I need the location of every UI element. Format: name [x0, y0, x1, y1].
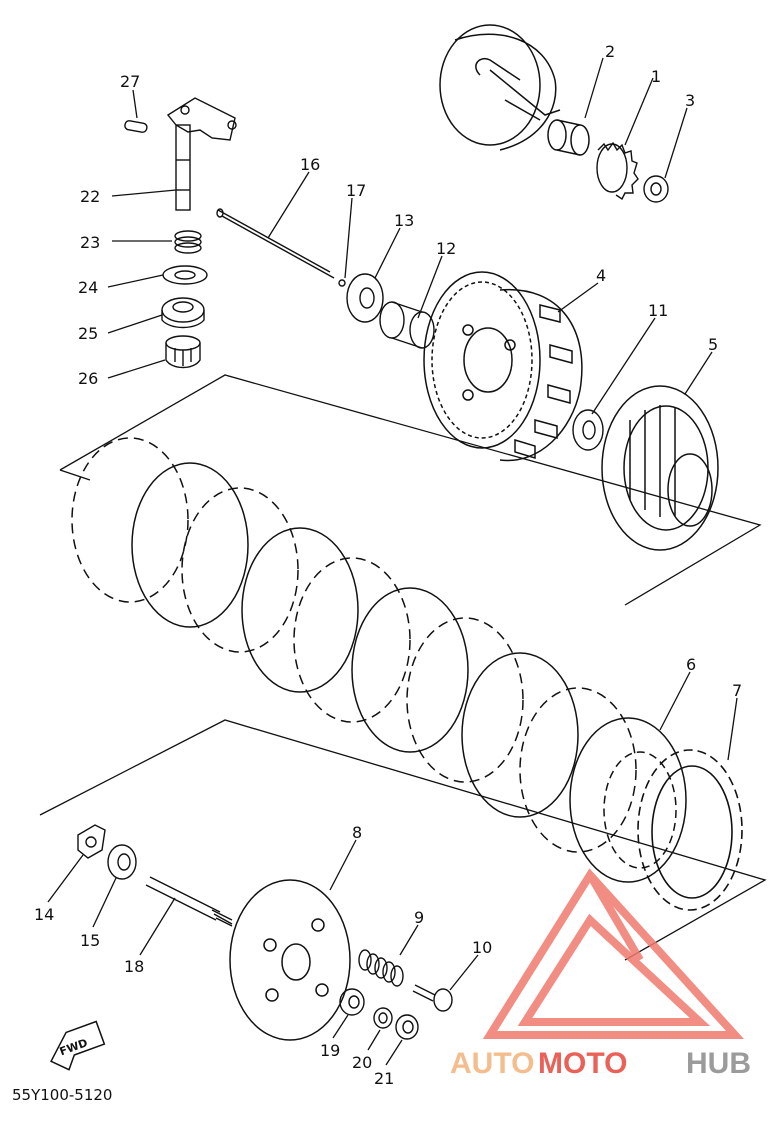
- callout-17: 17: [346, 181, 366, 200]
- steel-plate-1: [131, 462, 249, 628]
- part-20-washer: [373, 1007, 393, 1029]
- clutch-plates-stack: [71, 437, 637, 853]
- callout-14: 14: [34, 905, 54, 924]
- part-21-nut: [395, 1014, 419, 1040]
- part-12-spacer: [379, 301, 435, 349]
- part-14-lock-washer: [77, 824, 106, 859]
- friction-plate-2: [181, 487, 299, 653]
- callout-18: 18: [124, 957, 144, 976]
- callout-25: 25: [78, 324, 98, 343]
- friction-plate-3: [293, 557, 411, 723]
- watermark-auto: AUTO: [450, 1047, 534, 1080]
- watermark-hub: HUB: [686, 1047, 751, 1080]
- callout-19: 19: [320, 1041, 340, 1060]
- steel-plate-3: [351, 587, 469, 753]
- callout-21: 21: [374, 1069, 394, 1088]
- callout-12: 12: [436, 239, 456, 258]
- callout-2: 2: [605, 42, 615, 61]
- part-15-nut: [107, 844, 137, 880]
- callout-9: 9: [414, 908, 424, 927]
- reference-code: 55Y100-5120: [12, 1086, 112, 1104]
- part-7-friction-plate: [637, 749, 743, 911]
- automotohub-watermark: AUTO MOTO HUB: [450, 868, 751, 1080]
- watermark-moto: MOTO: [538, 1047, 627, 1080]
- callout-22: 22: [80, 187, 100, 206]
- callout-6: 6: [686, 655, 696, 674]
- part-13-thrust-washer: [346, 273, 384, 323]
- leader-lines: [47, 57, 738, 1066]
- primary-drive-housing: [439, 24, 561, 151]
- callout-26: 26: [78, 369, 98, 388]
- part-6-plate: [569, 717, 687, 883]
- callout-7: 7: [732, 681, 742, 700]
- friction-plate-4: [406, 617, 524, 783]
- callout-5: 5: [708, 335, 718, 354]
- callout-labels: 2 1 3 27 22 23 24 25 26 16 17 13 12 4 11…: [34, 42, 742, 1088]
- forward-arrow-icon: FWD: [50, 1020, 106, 1071]
- callout-1: 1: [651, 67, 661, 86]
- part-8-pressure-plate: [229, 879, 351, 1041]
- callout-4: 4: [596, 266, 606, 285]
- friction-plate-1: [71, 437, 189, 603]
- part-1-gear: [596, 141, 639, 201]
- part-4-clutch-housing: [423, 271, 583, 462]
- upper-assembly-outline: [59, 374, 762, 606]
- callout-15: 15: [80, 931, 100, 950]
- callout-11: 11: [648, 301, 668, 320]
- lower-assembly-outline: [39, 719, 767, 961]
- callout-27: 27: [120, 72, 140, 91]
- part-11-washer: [572, 409, 604, 451]
- part-9-spring: [358, 949, 404, 987]
- part-25-bearing: [161, 297, 205, 329]
- assembly-outlines: [39, 374, 767, 961]
- part-18-push-rod: [145, 876, 233, 927]
- callout-8: 8: [352, 823, 362, 842]
- part-3-nut: [643, 175, 669, 203]
- part-16-push-rod: [216, 208, 335, 279]
- part-5-clutch-boss: [601, 385, 719, 551]
- callout-3: 3: [685, 91, 695, 110]
- steel-plate-4: [461, 652, 579, 818]
- part-24-oil-seal: [162, 265, 208, 285]
- steel-plate-2: [241, 527, 359, 693]
- callout-23: 23: [80, 233, 100, 252]
- part-2-collar: [547, 119, 590, 156]
- friction-plate-5: [519, 687, 637, 853]
- part-27-pin: [124, 120, 148, 133]
- part-26-bushing: [165, 335, 201, 369]
- callout-24: 24: [78, 278, 98, 297]
- callout-10: 10: [472, 938, 492, 957]
- part-10-bolt: [412, 984, 453, 1012]
- part-17-ball: [338, 279, 346, 287]
- callout-20: 20: [352, 1053, 372, 1072]
- part-23-spring: [174, 230, 202, 254]
- callout-16: 16: [300, 155, 320, 174]
- triangle-logo-icon: [482, 868, 745, 1039]
- part-19-collar: [339, 988, 365, 1016]
- callout-13: 13: [394, 211, 414, 230]
- part-22-push-lever-shaft: [166, 97, 237, 211]
